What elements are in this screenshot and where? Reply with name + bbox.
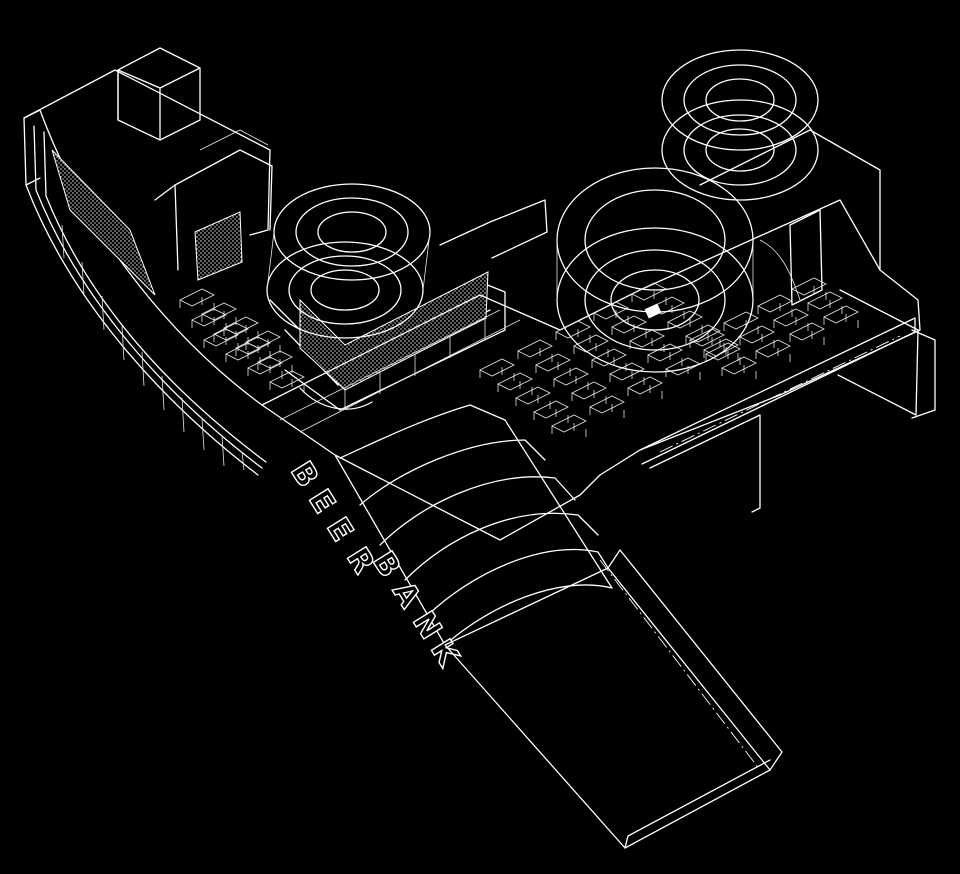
dining-table xyxy=(245,330,281,353)
dining-floor xyxy=(179,199,921,541)
sign-letter: E xyxy=(319,512,360,548)
dining-table xyxy=(553,367,589,390)
dining-table xyxy=(705,342,741,365)
corridor-slab xyxy=(444,549,783,849)
dining-table xyxy=(497,372,533,395)
sign-letter: K xyxy=(423,634,466,674)
bar-counter xyxy=(269,199,548,411)
dining-table xyxy=(223,316,259,339)
dining-table xyxy=(647,343,683,366)
dining-table xyxy=(721,356,757,379)
sign-letter: E xyxy=(301,484,342,520)
dining-table xyxy=(611,315,647,338)
dining-table xyxy=(479,358,515,381)
pendant-rings-right xyxy=(556,49,819,373)
dining-table xyxy=(739,325,775,348)
dining-table xyxy=(225,342,261,365)
dining-tables xyxy=(179,277,859,437)
front-rail xyxy=(639,317,916,513)
dining-table xyxy=(591,348,627,371)
dining-table xyxy=(269,370,305,393)
dining-table xyxy=(629,329,665,352)
dining-table xyxy=(257,350,293,373)
sign-letter: A xyxy=(385,576,427,615)
dining-table xyxy=(191,308,227,331)
right-service-wing xyxy=(699,129,936,419)
dining-table xyxy=(517,339,553,362)
dining-table xyxy=(723,311,759,334)
dining-table xyxy=(515,386,551,409)
dining-table xyxy=(555,320,591,343)
dining-table xyxy=(201,302,237,325)
dining-table xyxy=(609,362,645,385)
dining-table xyxy=(627,376,663,399)
dining-table xyxy=(773,308,809,331)
dining-table xyxy=(213,322,249,345)
dining-table xyxy=(685,324,721,347)
dining-table xyxy=(755,339,791,362)
dining-table xyxy=(703,338,739,361)
dining-table xyxy=(789,322,825,345)
dining-table xyxy=(203,328,239,351)
dining-table xyxy=(589,395,625,418)
dining-table xyxy=(535,353,571,376)
dining-table xyxy=(823,305,859,328)
dining-table xyxy=(551,414,587,437)
back-office-block xyxy=(117,47,273,281)
facade-mullions xyxy=(61,224,245,471)
pendant-rings-left xyxy=(266,183,431,339)
sign-letter: B xyxy=(283,456,325,494)
dining-table xyxy=(593,301,629,324)
entrance-vaults xyxy=(334,404,613,646)
dining-table xyxy=(179,288,215,311)
dining-table xyxy=(533,400,569,423)
dining-table xyxy=(807,291,843,314)
dining-table xyxy=(573,334,609,357)
dining-table xyxy=(667,310,703,333)
beerbank-sign: B E E R B A N K xyxy=(283,455,467,674)
dining-table xyxy=(571,381,607,404)
dining-table xyxy=(247,356,283,379)
left-curved-facade xyxy=(23,69,271,476)
dining-table xyxy=(235,336,271,359)
